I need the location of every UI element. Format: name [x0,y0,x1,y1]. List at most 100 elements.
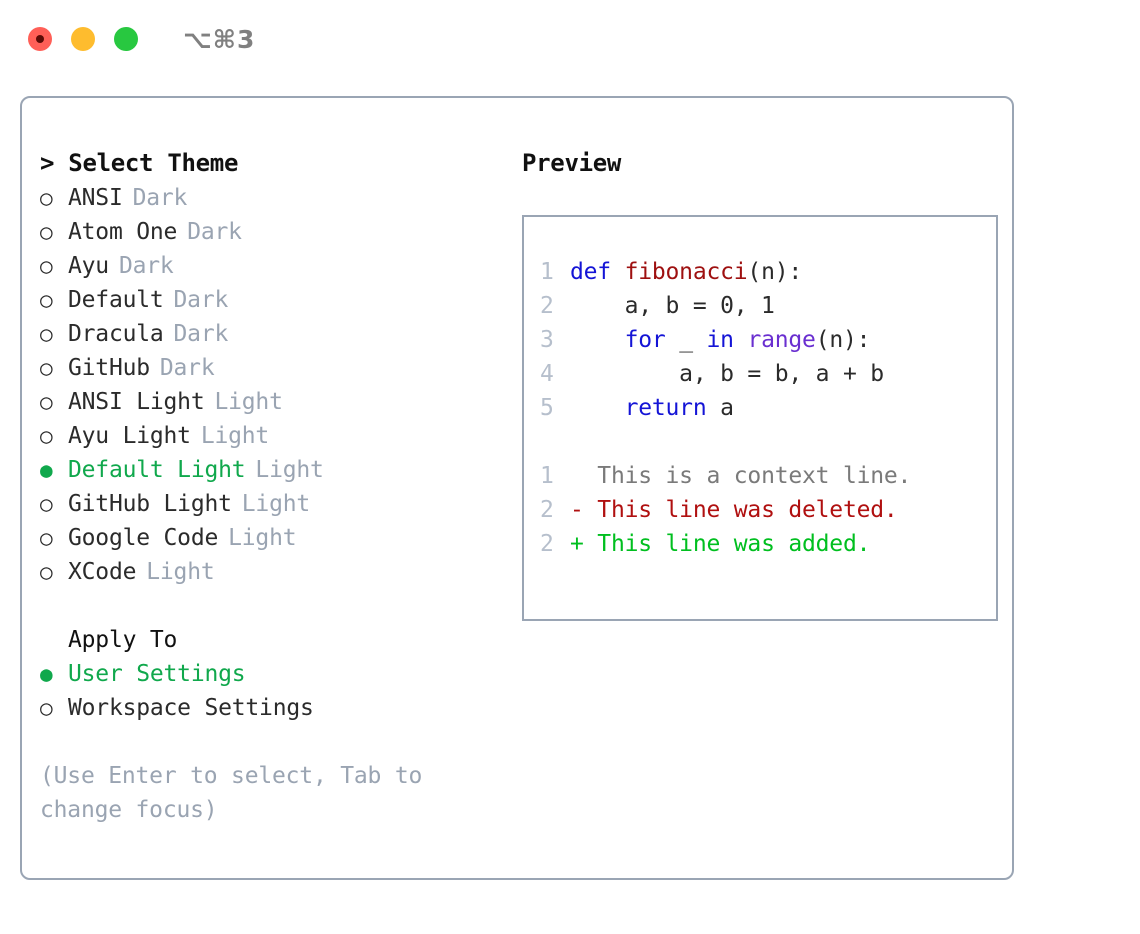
radio-unselected-icon: ○ [40,560,53,584]
line-number: 2 [540,497,554,523]
code-token [734,327,748,353]
theme-option-tag: Light [255,457,324,483]
radio-selected-icon: ● [40,662,53,686]
radio-unselected-icon: ○ [40,424,53,448]
line-number: 4 [540,361,554,387]
line-number: 3 [540,327,554,353]
diff-line: 2- This line was deleted. [540,493,996,527]
line-number: 2 [540,531,554,557]
window-title: ⌥⌘3 [183,24,256,54]
theme-option-label: Dracula [68,321,164,347]
select-theme-header: > Select Theme [40,149,239,177]
apply-to-option[interactable]: ● User Settings [40,657,500,691]
code-token: (n): [747,259,803,285]
diff-text: This line was deleted. [597,497,898,523]
theme-option-label: ANSI Light [68,389,205,415]
code-token: a [706,395,734,421]
code-line: 5 return a [540,391,996,425]
apply-to-option-label: User Settings [68,661,246,687]
apply-to-list[interactable]: ● User Settings ○Workspace Settings [40,657,500,725]
radio-unselected-icon: ○ [40,696,53,720]
code-token: range [747,327,816,353]
radio-unselected-icon: ○ [40,254,53,278]
theme-option[interactable]: ○ ANSI Light Light [40,385,500,419]
theme-option-label: XCode [68,559,137,585]
code-text: a, b = b, a + b [570,357,884,391]
radio-unselected-icon: ○ [40,526,53,550]
theme-option-label: Default [68,287,164,313]
code-token [570,395,625,421]
spacer [540,425,996,459]
theme-option-tag: Dark [132,185,188,211]
diff-line: 2 + This line was added. [540,527,996,561]
theme-option-tag: Light [146,559,215,585]
radio-unselected-icon: ○ [40,390,53,414]
code-line: 2 a, b = 0, 1 [540,289,996,323]
diff-sample: 1 This is a context line.2- This line wa… [540,459,996,561]
keyboard-hint: (Use Enter to select, Tab to change focu… [40,763,423,823]
code-token: return [624,395,707,421]
radio-unselected-icon: ○ [40,220,53,244]
code-token: fibonacci [624,259,748,285]
theme-option-tag: Dark [159,355,215,381]
diff-marker [570,459,597,493]
code-token: _ [665,327,707,353]
close-button[interactable] [28,27,52,51]
theme-option-label: Atom One [68,219,178,245]
code-text: def fibonacci(n): [570,255,802,289]
diff-marker: - [570,497,598,523]
diff-line: 1 This is a context line. [540,459,996,493]
theme-option-tag: Dark [187,219,242,245]
code-text: return a [570,391,734,425]
window-controls [28,27,138,51]
radio-selected-icon: ● [40,458,53,482]
preview-title: Preview [522,149,622,177]
line-number: 5 [540,395,554,421]
radio-unselected-icon: ○ [40,288,53,312]
minimize-button[interactable] [71,27,95,51]
code-token [570,327,625,353]
radio-unselected-icon: ○ [40,492,53,516]
theme-option[interactable]: ○ Atom One Dark [40,215,500,249]
code-line: 4 a, b = b, a + b [540,357,996,391]
apply-to-option[interactable]: ○Workspace Settings [40,691,500,725]
line-number: 2 [540,293,554,319]
window-titlebar: ⌥⌘3 [0,0,1140,78]
code-line: 3 for _ in range(n): [540,323,996,357]
line-number: 1 [540,463,554,489]
diff-marker: + [570,531,598,557]
code-token: in [706,327,734,353]
code-token: for [624,327,666,353]
theme-option-label: Ayu [68,253,109,279]
theme-option-tag: Light [214,389,283,415]
theme-option-tag: Dark [173,321,229,347]
code-text: a, b = 0, 1 [570,289,775,323]
theme-option-tag: Light [241,491,311,517]
spacer [40,589,500,623]
code-token: a, b = b, a + b [570,361,884,387]
theme-option-label: Ayu Light [68,423,191,449]
diff-text: This line was added. [597,531,871,557]
maximize-button[interactable] [114,27,138,51]
theme-option[interactable]: ○ XCode Light [40,555,500,589]
apply-to-title: Apply To [68,627,178,653]
theme-option-label: ANSI [68,185,123,211]
code-token: a, b = 0, 1 [570,293,775,319]
code-token: (n): [815,327,871,353]
